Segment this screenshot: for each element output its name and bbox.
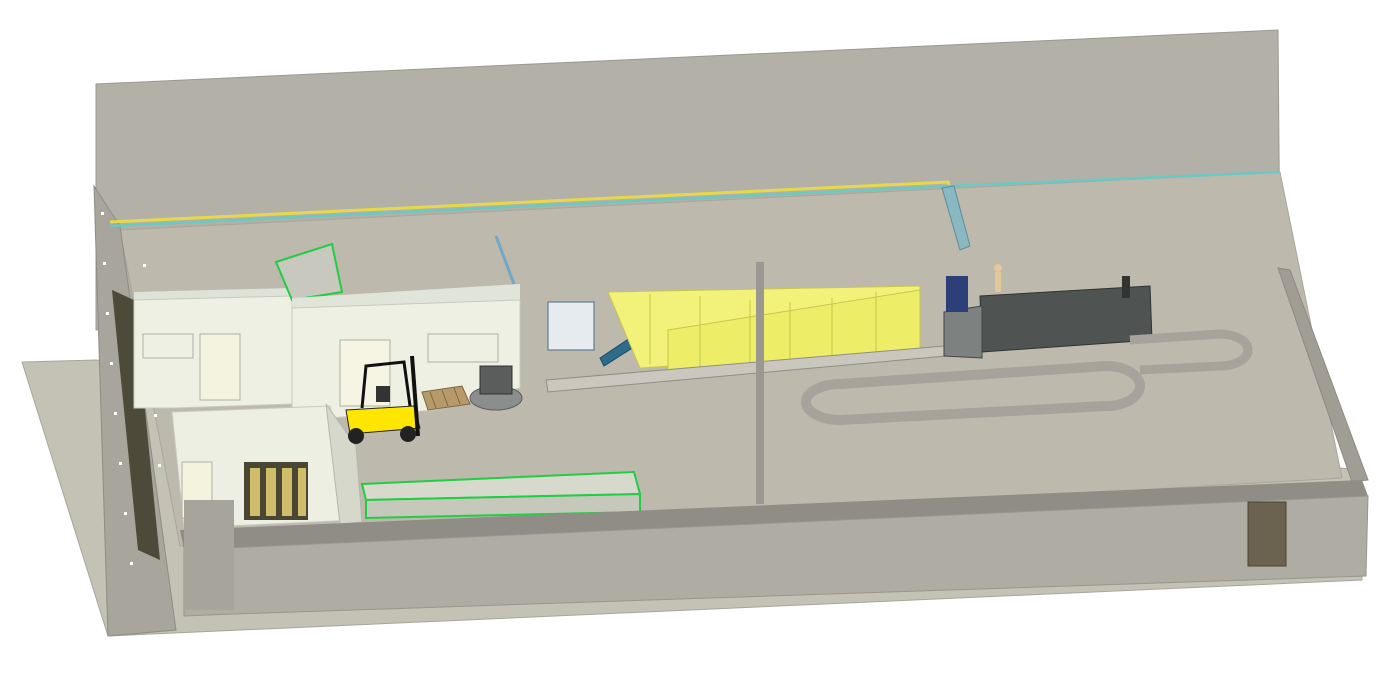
office-partition [494, 235, 516, 285]
office-room-b-window [427, 333, 499, 363]
rack-icon [244, 462, 308, 520]
cyan-ceiling-pipe [109, 170, 1281, 228]
pallet-icon [421, 385, 471, 411]
office-room-a-door [199, 333, 241, 401]
office-room-a-window [142, 333, 194, 359]
worker-figure-icon [994, 264, 1002, 292]
front-wall-panel [184, 500, 234, 610]
right-side-wall [1277, 267, 1369, 483]
forklift-icon [345, 355, 421, 444]
chimney-icon [1122, 276, 1130, 298]
front-wall-top [180, 480, 1368, 550]
left-wall-dark-panel [112, 290, 160, 560]
loop-conveyor-large [801, 360, 1145, 426]
loading-station [547, 301, 595, 351]
oven-machine-icon [943, 276, 1153, 359]
front-wall-door [1247, 501, 1287, 567]
air-compressor-icon [469, 365, 523, 411]
loop-conveyor-small [1129, 329, 1253, 375]
lower-office-wall [325, 403, 363, 525]
stair-tower [274, 242, 344, 302]
building-column [756, 262, 764, 504]
pipe-down-duct [941, 185, 971, 251]
